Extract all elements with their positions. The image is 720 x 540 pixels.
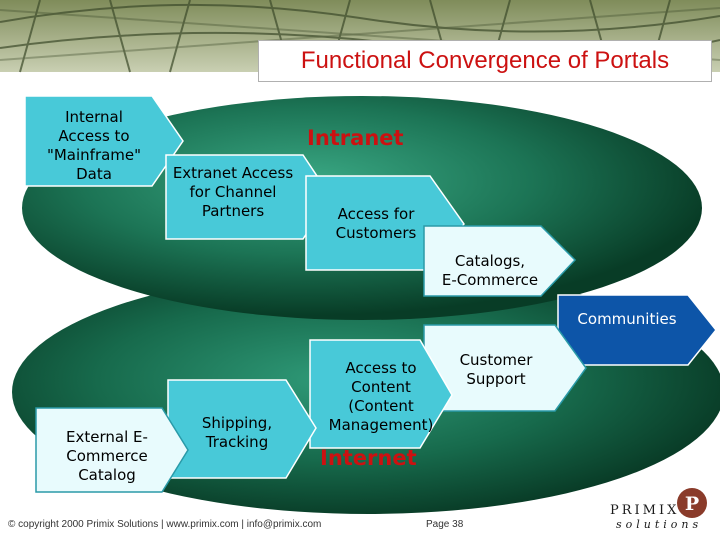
external-catalog-label: External E- Commerce Catalog [66, 428, 148, 484]
customers-access-label: Access for Customers [335, 205, 417, 242]
extranet-access-label: Extranet Access for Channel Partners [172, 164, 294, 220]
communities-label: Communities [577, 310, 677, 328]
footer-page-number: Page 38 [426, 519, 464, 530]
communities-shape [557, 294, 717, 366]
logo-subtitle: solutions [616, 518, 703, 531]
shipping-label: Shipping, Tracking [201, 414, 273, 451]
title-box: Functional Convergence of Portals [258, 40, 712, 82]
primix-logo: P [677, 488, 707, 518]
external-catalog-shape [35, 407, 189, 493]
catalogs-label: Catalogs, E-Commerce [441, 252, 539, 289]
internal-access-label: Internal Access to "Mainframe" Data [46, 108, 142, 183]
page-title: Functional Convergence of Portals [300, 47, 670, 74]
catalogs-shape [423, 225, 577, 297]
internet-label: Internet [320, 446, 417, 470]
logo-letter: P [685, 493, 699, 515]
logo-word: PRIMIX [610, 503, 680, 518]
content-access-label: Access to Content (Content Management) [328, 359, 434, 434]
customer-support-label: Customer Support [459, 351, 533, 388]
logo-badge [677, 488, 707, 518]
footer-copyright: © copyright 2000 Primix Solutions | www.… [8, 519, 322, 530]
intranet-label: Intranet [307, 126, 404, 150]
